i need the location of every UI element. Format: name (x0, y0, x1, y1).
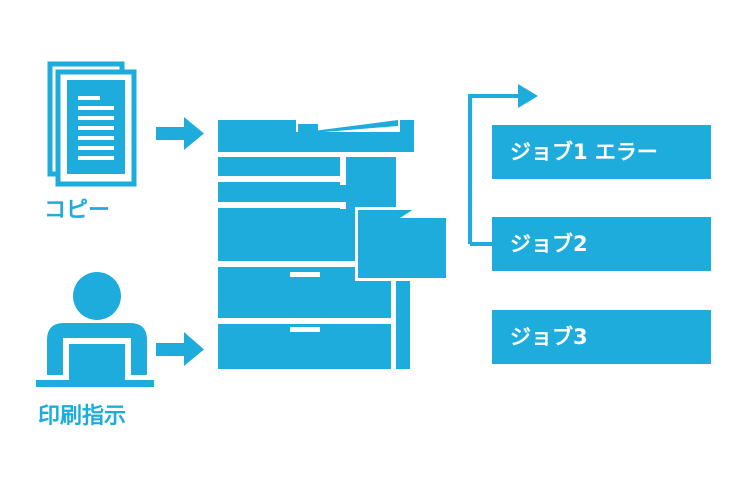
print-instruction-label: 印刷指示 (38, 404, 127, 429)
document-stack-icon (47, 61, 137, 187)
job-3-box: ジョブ3 (492, 310, 711, 364)
job-queue-connector-icon (468, 84, 538, 246)
print-to-printer-arrow-icon (156, 332, 204, 366)
multifunction-printer-icon (218, 120, 449, 369)
copy-to-printer-arrow-icon (156, 117, 204, 150)
job-1-box: ジョブ1 エラー (492, 125, 711, 179)
job-2-box: ジョブ2 (492, 217, 711, 271)
copy-label: コピー (44, 198, 111, 223)
person-at-computer-icon (36, 272, 154, 387)
